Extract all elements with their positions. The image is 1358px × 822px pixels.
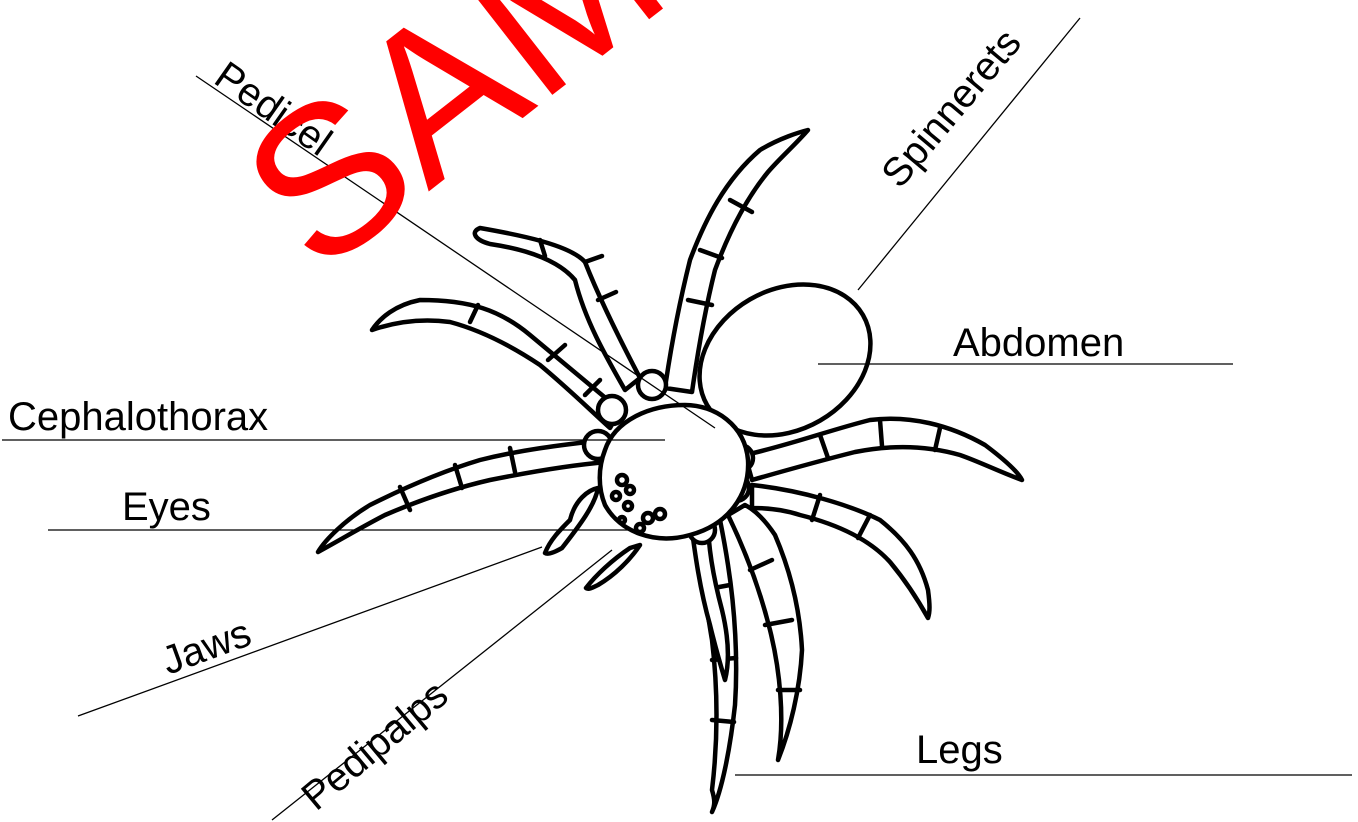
eyes-label: Eyes [122, 485, 211, 529]
leg-front-left-2 [372, 300, 620, 428]
pedipalps-label: Pedipalps [294, 672, 457, 819]
legs-label: Legs [916, 728, 1003, 772]
leg-bottom-2 [728, 505, 802, 760]
jaws-label: Jaws [156, 611, 257, 684]
abdomen-label: Abdomen [953, 321, 1124, 365]
cephalothorax-label: Cephalothorax [8, 395, 268, 439]
joint-circle [598, 396, 626, 424]
jaws-leader-line [78, 547, 542, 716]
